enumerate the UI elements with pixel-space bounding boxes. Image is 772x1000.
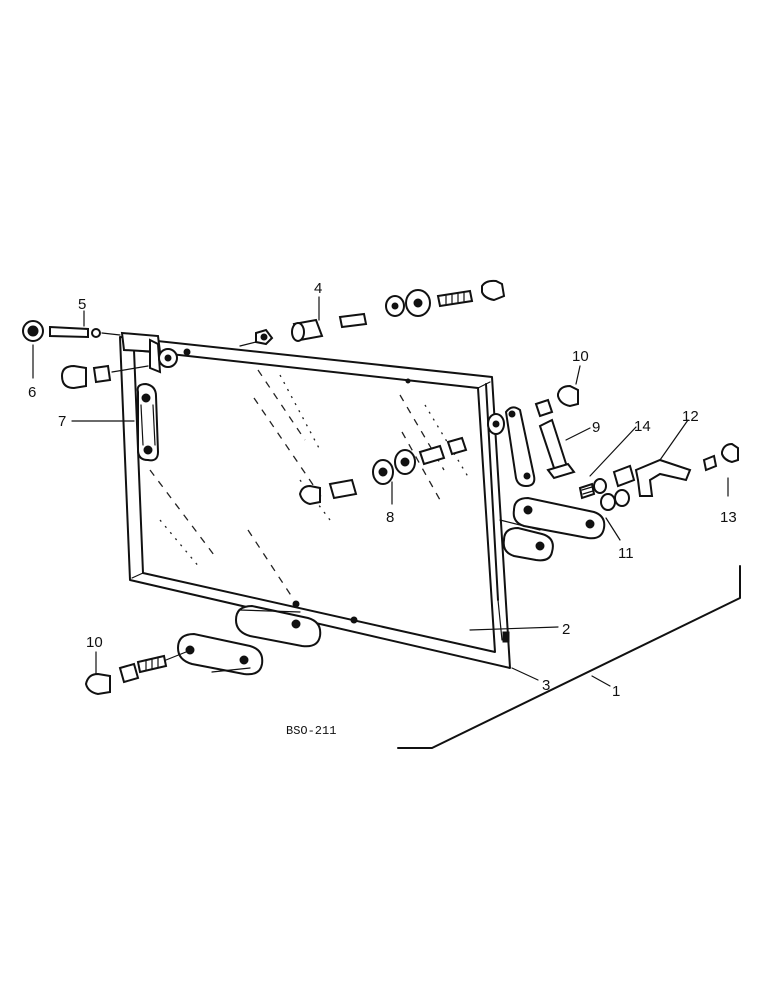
callout-12: 12 (682, 408, 699, 425)
window-frame (119, 336, 511, 669)
callout-labels: 1 2 3 4 5 6 7 8 9 10 10 11 12 13 14 (28, 280, 737, 700)
callout-11: 11 (618, 545, 634, 562)
hinge-pin-assembly (22, 320, 121, 342)
callout-13: 13 (720, 509, 737, 526)
drawing-reference: BSO-211 (286, 724, 336, 738)
top-pin-assembly (239, 279, 506, 347)
center-pin-assembly (298, 436, 468, 506)
callout-1: 1 (612, 683, 620, 700)
callout-8: 8 (386, 509, 394, 526)
cap-nut-left (60, 364, 149, 390)
lower-link-plates (176, 604, 322, 676)
callout-6: 6 (28, 384, 36, 401)
callout-5: 5 (78, 296, 86, 313)
right-arm (487, 384, 579, 488)
left-link-plate (136, 382, 160, 462)
assembly-bracket (397, 565, 741, 749)
callout-7: 7 (58, 413, 66, 430)
callout-10-bottom: 10 (86, 634, 103, 651)
crank-handle (538, 418, 576, 480)
latch-assembly (578, 442, 739, 511)
callout-3: 3 (542, 677, 550, 694)
callout-10-top: 10 (572, 348, 589, 365)
right-link-plates (499, 496, 606, 562)
top-hinge (120, 331, 178, 374)
lower-bolt (84, 651, 187, 696)
callout-9: 9 (592, 419, 600, 436)
callout-4: 4 (314, 280, 322, 297)
callout-2: 2 (562, 621, 570, 638)
callout-14: 14 (634, 418, 651, 435)
leader-lines (32, 296, 729, 687)
